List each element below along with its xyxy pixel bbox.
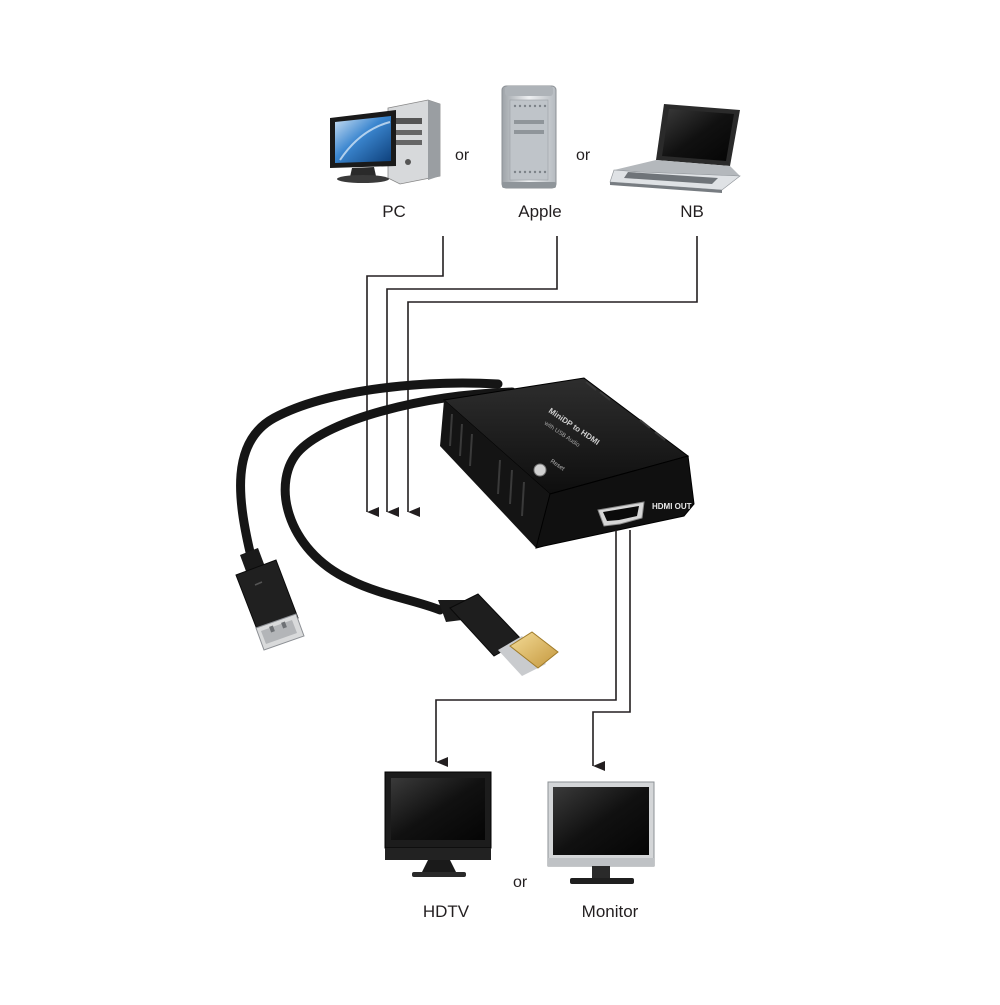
or-label: or: [513, 874, 528, 891]
apple-label: Apple: [518, 202, 562, 221]
adapter-box: Reset MiniDP to HDMI with USB Audio HDMI…: [440, 377, 695, 549]
hdmi-out-label: HDMI OUT: [652, 502, 692, 511]
output-connection-lines: [435, 530, 631, 771]
monitor-label: Monitor: [581, 902, 639, 921]
usb-a-plug-icon: [235, 548, 305, 651]
hdmi-port-icon: [597, 501, 645, 527]
mac-pro-tower-icon: [501, 85, 557, 189]
monitor-icon: [547, 781, 655, 884]
hdtv-label: HDTV: [422, 902, 470, 921]
notebook-laptop-icon: [609, 104, 741, 193]
adapter-cables: [236, 378, 517, 615]
pc-desktop-icon: [330, 99, 441, 185]
pc-label: PC: [382, 202, 406, 221]
or-label: or: [455, 147, 470, 164]
mini-displayport-plug-icon: [438, 593, 559, 676]
hdtv-icon: [384, 771, 492, 877]
or-label: or: [576, 147, 591, 164]
nb-label: NB: [680, 202, 704, 221]
